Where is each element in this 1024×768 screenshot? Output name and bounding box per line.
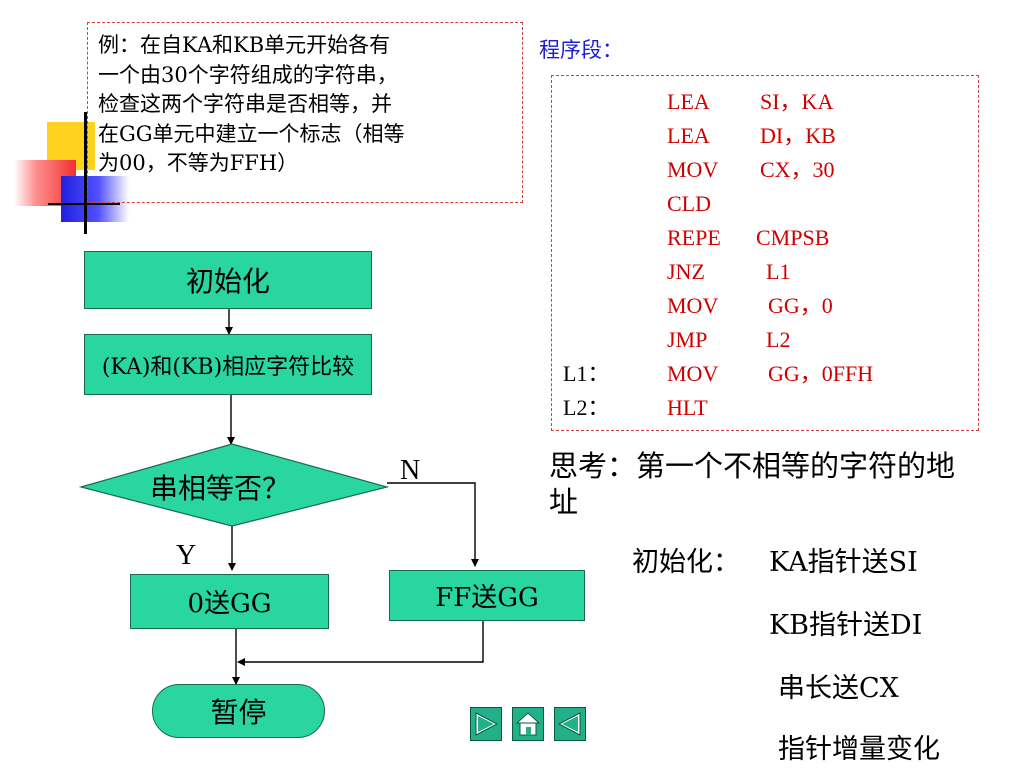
code-opcode: MOV	[667, 157, 719, 182]
decision-diamond	[78, 443, 390, 527]
problem-line: 检查这两个字符串是否相等，并	[98, 92, 392, 116]
code-opcode: LEA	[667, 123, 710, 148]
code-operand: L2	[766, 327, 791, 352]
code-operand: CX，30	[760, 157, 835, 182]
arrow-ff-merge	[237, 621, 484, 666]
code-opcode: REPE	[667, 225, 721, 250]
flow-compare-box: (KA)和(KB)相应字符比较	[84, 334, 372, 395]
play-right-icon	[475, 712, 499, 736]
problem-line: 在GG单元中建立一个标志（相等	[98, 121, 405, 146]
init-note-item: 串长送CX	[778, 673, 899, 704]
flow-no-label: N	[400, 455, 421, 486]
prev-slide-button[interactable]	[554, 707, 586, 741]
code-operand: DI，KB	[760, 123, 836, 148]
flow-init-label: 初始化	[185, 265, 270, 298]
code-label: L2：	[563, 395, 610, 420]
code-opcode: JNZ	[667, 259, 705, 284]
flow-init-box: 初始化	[84, 251, 372, 309]
flow-ff-label: FF送GG	[435, 583, 539, 613]
code-operand: SI，KA	[760, 89, 834, 114]
init-note-item: KB指针送DI	[769, 610, 923, 641]
code-operand: L1	[766, 259, 791, 284]
problem-line: 例：在自KA和KB单元开始各有	[98, 33, 391, 57]
play-left-icon	[557, 712, 581, 736]
flow-decision-label: 串相等否？	[150, 472, 291, 505]
flow-yes-label: Y	[176, 540, 197, 571]
next-slide-button[interactable]	[470, 707, 502, 741]
decor-horizontal-line	[48, 203, 120, 205]
home-icon	[515, 712, 541, 736]
code-opcode: LEA	[667, 89, 710, 114]
code-operand: GG，0FFH	[768, 361, 874, 386]
code-operand: GG，0	[768, 293, 833, 318]
flow-compare-label: (KA)和(KB)相应字符比较	[101, 354, 355, 380]
init-note-item: 指针增量变化	[778, 734, 940, 765]
decor-vertical-line	[84, 112, 87, 234]
code-operand: CMPSB	[756, 225, 830, 250]
program-code-box	[551, 75, 979, 431]
code-label: L1：	[563, 361, 610, 386]
problem-statement: 例：在自KA和KB单元开始各有 一个由30个字符组成的字符串， 检查这两个字符串…	[87, 22, 523, 203]
arrow-decision-no	[387, 482, 479, 567]
flow-halt-label: 暂停	[210, 696, 267, 729]
flow-zero-box: 0送GG	[130, 574, 329, 629]
problem-line: 为00，不等为FFH）	[98, 151, 299, 175]
flow-halt-box: 暂停	[152, 684, 325, 738]
problem-line: 一个由30个字符组成的字符串，	[98, 62, 398, 87]
init-note-item: KA指针送SI	[769, 547, 918, 578]
program-title: 程序段：	[539, 38, 623, 62]
code-opcode: MOV	[667, 361, 719, 386]
code-opcode: JMP	[667, 327, 708, 352]
code-opcode: MOV	[667, 293, 719, 318]
decor-blue-square	[61, 176, 129, 222]
code-opcode: HLT	[667, 395, 708, 420]
home-button[interactable]	[512, 707, 544, 741]
flow-ff-box: FF送GG	[389, 570, 585, 621]
flow-zero-label: 0送GG	[187, 589, 272, 619]
init-note-label: 初始化：	[632, 547, 740, 578]
think-note: 思考：第一个不相等的字符的地址	[549, 449, 956, 519]
code-opcode: CLD	[667, 191, 711, 216]
